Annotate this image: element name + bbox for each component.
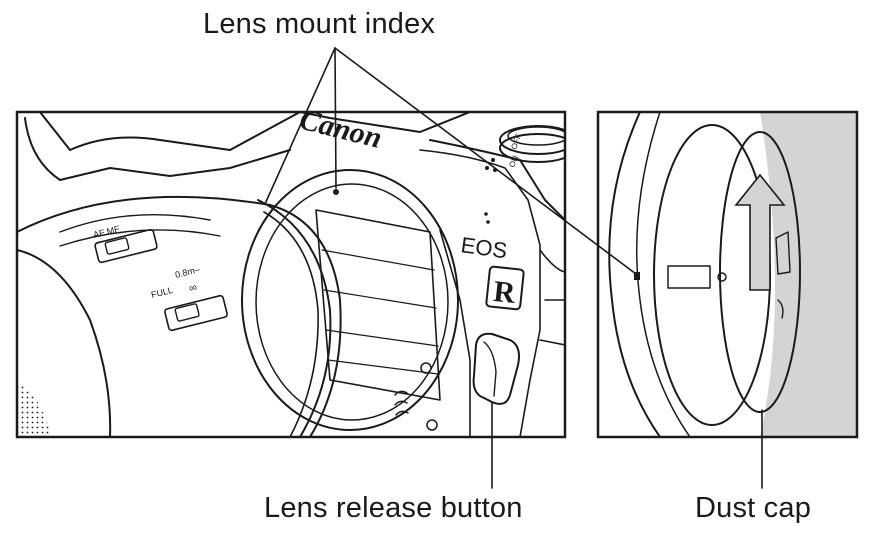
- lens-release-button-label: Lens release button: [264, 492, 523, 524]
- camera-panel: Canon EOS R ON OFF AF MF: [17, 112, 565, 437]
- lens-mount-index-label: Lens mount index: [203, 8, 436, 40]
- dust-cap-panel-frame: [596, 110, 859, 439]
- lens-mount-index-dot: [333, 189, 339, 195]
- body-mount-index: [634, 272, 640, 280]
- leader-lines: [264, 47, 763, 489]
- dial-on-label: ON: [507, 154, 520, 169]
- lens-release-button: [472, 332, 520, 405]
- r-badge: [485, 265, 525, 311]
- rotate-direction-arrow: [734, 173, 786, 291]
- r-badge-letter: R: [492, 275, 517, 310]
- dust-cap-label: Dust cap: [695, 492, 812, 524]
- dust-cap: [719, 131, 801, 413]
- camera-panel-frame: [15, 110, 567, 439]
- dust-cap-panel: [598, 112, 857, 437]
- focus-limiter-infinity-label: ∞: [188, 281, 199, 295]
